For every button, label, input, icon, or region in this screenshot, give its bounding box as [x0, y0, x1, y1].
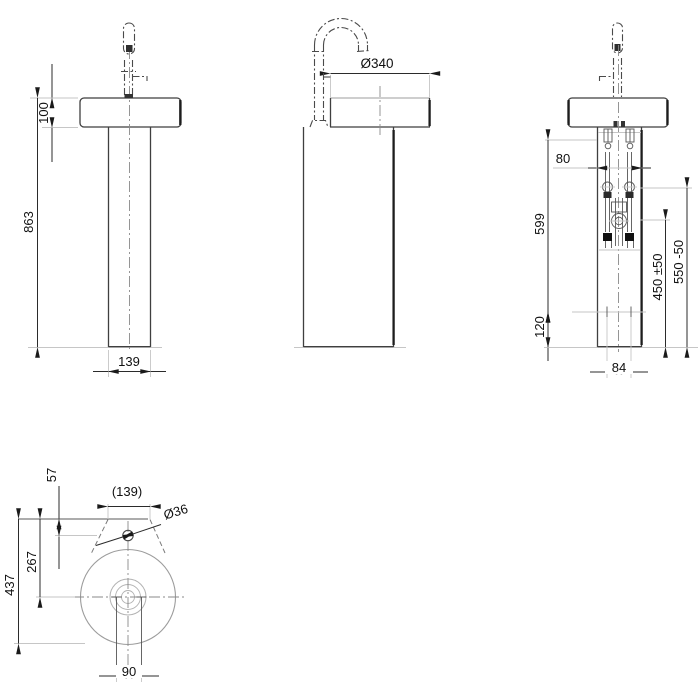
faucet-rear: [598, 22, 624, 97]
front-view: 863 100 139: [21, 22, 182, 377]
dim-total-depth: 437: [2, 574, 17, 596]
dim-clearance-height: 120: [532, 316, 547, 338]
spout-inner-arc: [322, 26, 360, 46]
dim-basin-center-offset: 267: [24, 551, 39, 573]
spout-outer-arc: [313, 17, 369, 46]
faucet-side: [309, 17, 370, 128]
dim-column-width-ref: (139): [112, 484, 142, 499]
dim-hole-offset: 80: [556, 151, 570, 166]
trap-and-supply-detail: [599, 152, 640, 251]
dim-outlet-spacing: 90: [122, 664, 136, 679]
dim-pipe-spacing: 84: [612, 360, 626, 375]
dim-basin-height: 100: [36, 102, 51, 124]
dim-basin-diameter: Ø340: [360, 56, 393, 71]
faucet-base: [309, 119, 329, 128]
screw-hole: [604, 142, 612, 150]
dim-faucet-hole-diameter: Ø36: [162, 501, 190, 523]
side-view: Ø340: [294, 17, 441, 348]
dim-supply-height: 550 -50: [671, 240, 686, 284]
dim-install-height: 599: [532, 213, 547, 235]
faucet-front: [121, 22, 148, 98]
screw-hole: [626, 142, 634, 150]
dim-total-height: 863: [21, 211, 36, 233]
plan-view: (139) 57 267 437 Ø36 90: [2, 468, 190, 682]
dim-faucet-offset: 57: [44, 468, 59, 482]
rear-view: 80 599 120 450 ±50 550 -50 84: [532, 22, 698, 378]
dim-column-width: 139: [118, 354, 140, 369]
wall-bracket-detail: [598, 121, 641, 150]
dim-drain-height: 450 ±50: [650, 254, 665, 301]
